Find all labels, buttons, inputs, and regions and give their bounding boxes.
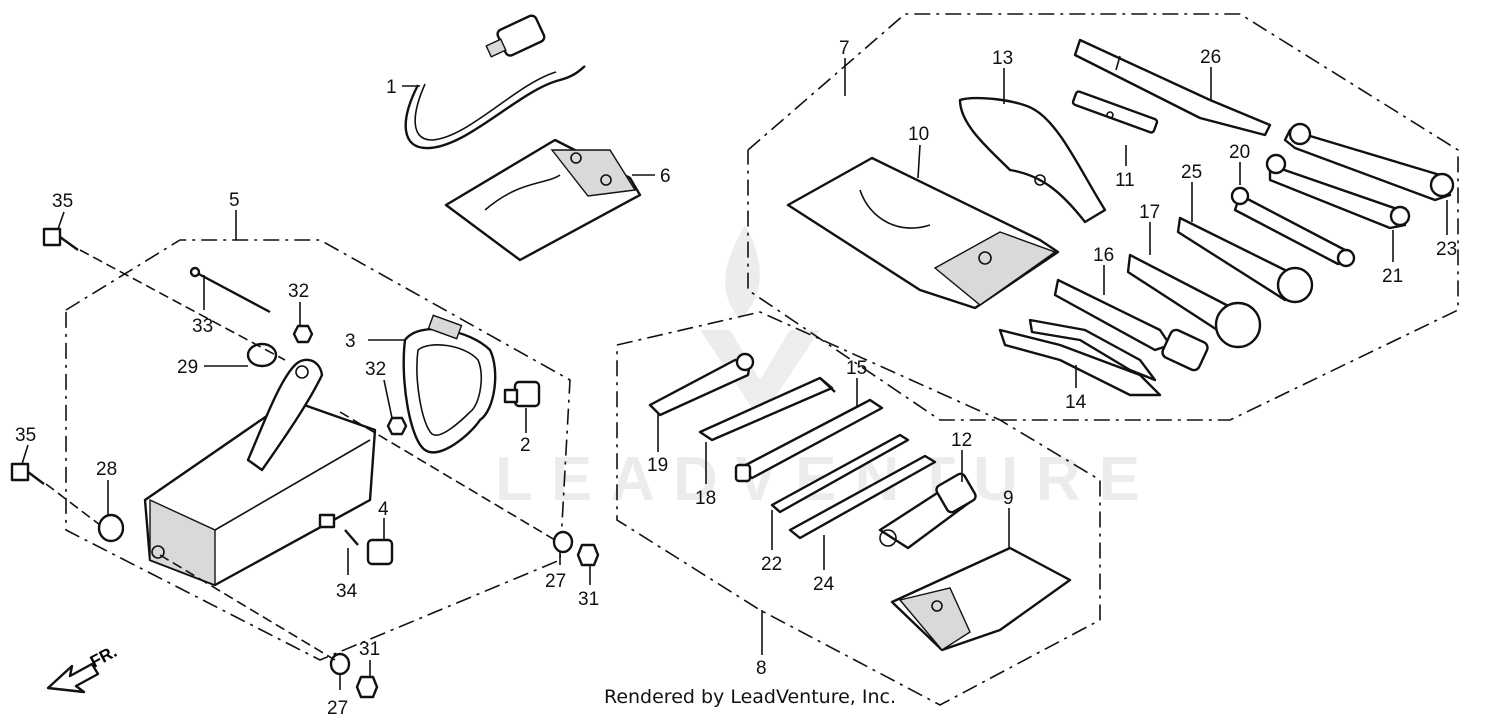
callout-34: 34 (336, 581, 358, 602)
callout-19: 19 (647, 455, 668, 476)
callout-35a: 35 (52, 191, 73, 212)
group-outline-8 (616, 311, 1101, 706)
part-socket-16 (1053, 278, 1209, 372)
part-screwdriver-24 (788, 454, 937, 540)
callout-21: 21 (1382, 266, 1403, 287)
callout-24: 24 (813, 574, 835, 595)
callout-31b: 31 (359, 639, 380, 660)
part-pouch-small (444, 138, 642, 262)
watermark-logo (700, 225, 820, 420)
part-cable (404, 14, 586, 150)
callout-12: 12 (951, 430, 972, 451)
part-wrench-19 (648, 352, 755, 417)
part-tool-box (143, 358, 377, 587)
part-wrench-20 (1230, 186, 1356, 268)
callout-4: 4 (378, 499, 389, 520)
part-pin-spanner-13 (958, 96, 1107, 224)
part-hex-key-18 (698, 376, 836, 442)
group-outline-5 (65, 239, 571, 661)
part-extension-15 (734, 398, 884, 483)
callout-32a: 32 (288, 281, 309, 302)
part-tool-bag-9 (890, 546, 1072, 652)
part-box-bracket-3 (402, 314, 497, 454)
callout-9: 9 (1003, 488, 1014, 509)
part-tool-11 (1071, 90, 1159, 134)
callout-6: 6 (660, 166, 671, 187)
part-wrench-21 (1265, 153, 1411, 230)
part-wrench-25 (1176, 216, 1314, 304)
callout-31a: 31 (578, 589, 599, 610)
group-outline-7 (747, 13, 1459, 421)
part-pliers-14 (998, 318, 1162, 397)
callout-23: 23 (1436, 239, 1457, 260)
callout-25: 25 (1181, 162, 1202, 183)
part-rod-33 (189, 266, 271, 314)
callout-35b: 35 (15, 425, 36, 446)
callout-22: 22 (761, 554, 782, 575)
callout-7: 7 (839, 38, 850, 59)
front-arrow: FR. (46, 642, 120, 694)
callout-32b: 32 (365, 359, 386, 380)
callout-20: 20 (1229, 142, 1250, 163)
callout-1: 1 (386, 77, 397, 98)
part-knob-2 (503, 380, 541, 408)
part-screwdriver-22 (770, 433, 910, 514)
callout-8: 8 (756, 658, 767, 679)
part-handle-26 (1073, 38, 1272, 137)
callout-14: 14 (1065, 392, 1087, 413)
callout-27a: 27 (545, 571, 566, 592)
callout-16: 16 (1093, 245, 1114, 266)
callout-27b: 27 (327, 698, 348, 718)
callout-18: 18 (695, 488, 716, 509)
callout-11: 11 (1115, 170, 1135, 191)
callout-33: 33 (192, 316, 213, 337)
callout-28: 28 (96, 459, 117, 480)
callout-15: 15 (846, 358, 867, 379)
part-handle-12 (878, 472, 977, 550)
part-wrench-23 (1283, 122, 1455, 202)
callout-13: 13 (992, 48, 1013, 69)
part-wrench-17 (1126, 253, 1262, 349)
callout-2: 2 (520, 435, 531, 456)
callout-29: 29 (177, 357, 198, 378)
callout-3: 3 (345, 331, 356, 352)
callout-26: 26 (1200, 47, 1221, 68)
part-washers (97, 324, 600, 699)
leader-lines (21, 58, 1448, 690)
callout-17: 17 (1139, 202, 1160, 223)
part-nut-4 (344, 529, 394, 566)
callout-10: 10 (908, 124, 929, 145)
part-tool-bag-10 (786, 156, 1060, 310)
footer-credit: Rendered by LeadVenture, Inc. (603, 686, 897, 708)
part-bolts-35 (10, 227, 79, 485)
callout-5: 5 (229, 190, 240, 211)
